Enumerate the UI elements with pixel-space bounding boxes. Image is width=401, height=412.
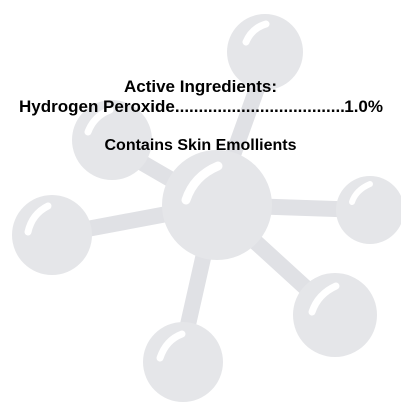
molecule-icon [12,14,401,402]
sphere-lower-right [293,273,377,357]
sphere-highlights [24,20,373,362]
highlight-bottom [156,330,186,362]
highlight-left [24,202,52,236]
ingredient-name: Hydrogen Peroxide [19,97,175,116]
highlight-lower-right [308,282,340,316]
ingredient-row: Hydrogen Peroxide 1.0% [19,98,383,115]
sphere-right [336,176,401,244]
sphere-bottom [143,322,223,402]
highlight-upper-left [84,106,114,136]
highlight-center [181,161,223,205]
active-ingredients-heading: Active Ingredients: [123,77,278,96]
highlight-top [242,20,270,46]
ingredient-amount: 1.0% [344,97,383,116]
sphere-center [162,150,272,260]
dot-leader [175,98,344,115]
highlight-right [349,181,373,205]
sphere-top [227,14,303,90]
emollients-note: Contains Skin Emollients [104,137,297,154]
